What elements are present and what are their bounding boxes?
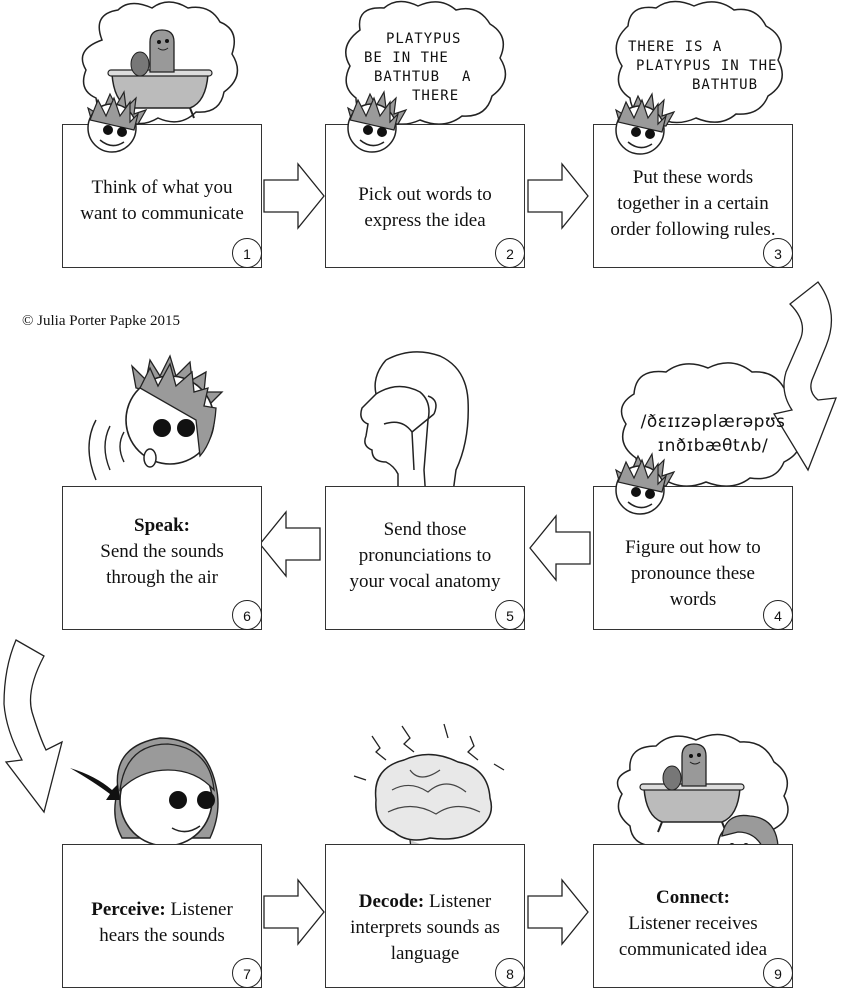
step-6-line-1: Send the sounds	[100, 541, 224, 562]
step-box-6: Speak: Send the sounds through the air 6	[62, 486, 262, 630]
speaker-head-icon	[88, 354, 224, 481]
arrow-step-3-to-4	[772, 281, 837, 472]
step-1-line-2: want to communicate	[80, 203, 244, 224]
step-6-line-2: through the air	[106, 567, 218, 588]
step-4-line-3: words	[669, 589, 717, 610]
step-box-4: Figure out how to pronounce these words …	[593, 486, 793, 630]
step-3-line-1: Put these words	[632, 167, 754, 188]
step-9-heading: Connect:	[656, 887, 730, 908]
step-9-number: 9	[763, 958, 793, 988]
bubble-word-be-in-the: BE IN THE	[364, 50, 449, 66]
step-5-line-3: your vocal anatomy	[349, 571, 501, 592]
brain-icon	[353, 723, 505, 858]
step-1-line-1: Think of what you	[91, 177, 233, 198]
step-3-line-3: order following rules.	[610, 219, 776, 240]
bubble-4-ipa: /ðɛɪɪzəplærəpʊs ɪnðɪbæθtʌb/	[598, 410, 828, 458]
step-4-line-2: pronounce these	[631, 563, 755, 584]
vocal-anatomy-icon	[360, 351, 469, 501]
bubble-sentence-line-2: PLATYPUS IN THE	[636, 58, 778, 74]
arrow-step-8-to-9	[527, 878, 589, 946]
ipa-line-1: /ðɛɪɪzəplærəpʊs	[640, 412, 786, 432]
step-1-number: 1	[232, 238, 262, 268]
bubble-3-text: THERE IS A PLATYPUS IN THE BATHTUB	[628, 38, 777, 95]
step-box-5: Send those pronunciations to your vocal …	[325, 486, 525, 630]
bubble-word-bathtub: BATHTUB	[374, 69, 441, 85]
arrow-step-2-to-3	[527, 162, 589, 230]
step-3-line-2: together in a certain	[617, 193, 769, 214]
step-7-line-1: Listener	[165, 899, 233, 920]
step-9-line-2: communicated idea	[618, 939, 768, 960]
bubble-sentence-line-3: BATHTUB	[692, 77, 759, 93]
bubble-word-platypus: PLATYPUS	[386, 31, 462, 47]
step-8-line-1: Listener	[424, 891, 492, 912]
step-2-line-2: express the idea	[364, 210, 486, 231]
step-box-3: Put these words together in a certain or…	[593, 124, 793, 268]
step-5-number: 5	[495, 600, 525, 630]
arrow-step-1-to-2	[263, 162, 325, 230]
step-box-8: Decode: Listener interprets sounds as la…	[325, 844, 525, 988]
arrow-step-4-to-5	[529, 514, 591, 582]
step-9-line-1: Listener receives	[628, 913, 758, 934]
arrow-step-7-to-8	[263, 878, 325, 946]
step-8-number: 8	[495, 958, 525, 988]
step-8-line-2: interprets sounds as	[350, 917, 500, 938]
arrow-step-6-to-7	[3, 639, 63, 814]
step-2-line-1: Pick out words to	[358, 184, 492, 205]
step-7-number: 7	[232, 958, 262, 988]
step-4-number: 4	[763, 600, 793, 630]
step-5-line-1: Send those	[383, 519, 467, 540]
step-4-line-1: Figure out how to	[625, 537, 761, 558]
listener-head-icon	[70, 737, 219, 847]
step-7-heading: Perceive:	[91, 899, 166, 920]
step-box-9: Connect: Listener receives communicated …	[593, 844, 793, 988]
bubble-word-a: A	[462, 69, 472, 85]
step-7-line-2: hears the sounds	[99, 925, 225, 946]
step-box-7: Perceive: Listener hears the sounds 7	[62, 844, 262, 988]
step-box-1: Think of what you want to communicate 1	[62, 124, 262, 268]
step-8-line-3: language	[390, 943, 460, 964]
arrow-step-5-to-6	[259, 510, 321, 578]
bubble-word-there: THERE	[412, 88, 460, 104]
step-5-line-2: pronunciations to	[358, 545, 492, 566]
step-6-number: 6	[232, 600, 262, 630]
bubble-sentence-line-1: THERE IS A	[628, 39, 723, 55]
ipa-line-2: ɪnðɪbæθtʌb/	[657, 436, 769, 456]
step-6-heading: Speak:	[134, 515, 190, 536]
step-2-number: 2	[495, 238, 525, 268]
step-3-number: 3	[763, 238, 793, 268]
bubble-2-text: PLATYPUS BE IN THE BATHTUB A THERE	[364, 30, 471, 106]
step-box-2: Pick out words to express the idea 2	[325, 124, 525, 268]
copyright-notice: © Julia Porter Papke 2015	[22, 313, 181, 329]
step-8-heading: Decode:	[358, 891, 425, 912]
